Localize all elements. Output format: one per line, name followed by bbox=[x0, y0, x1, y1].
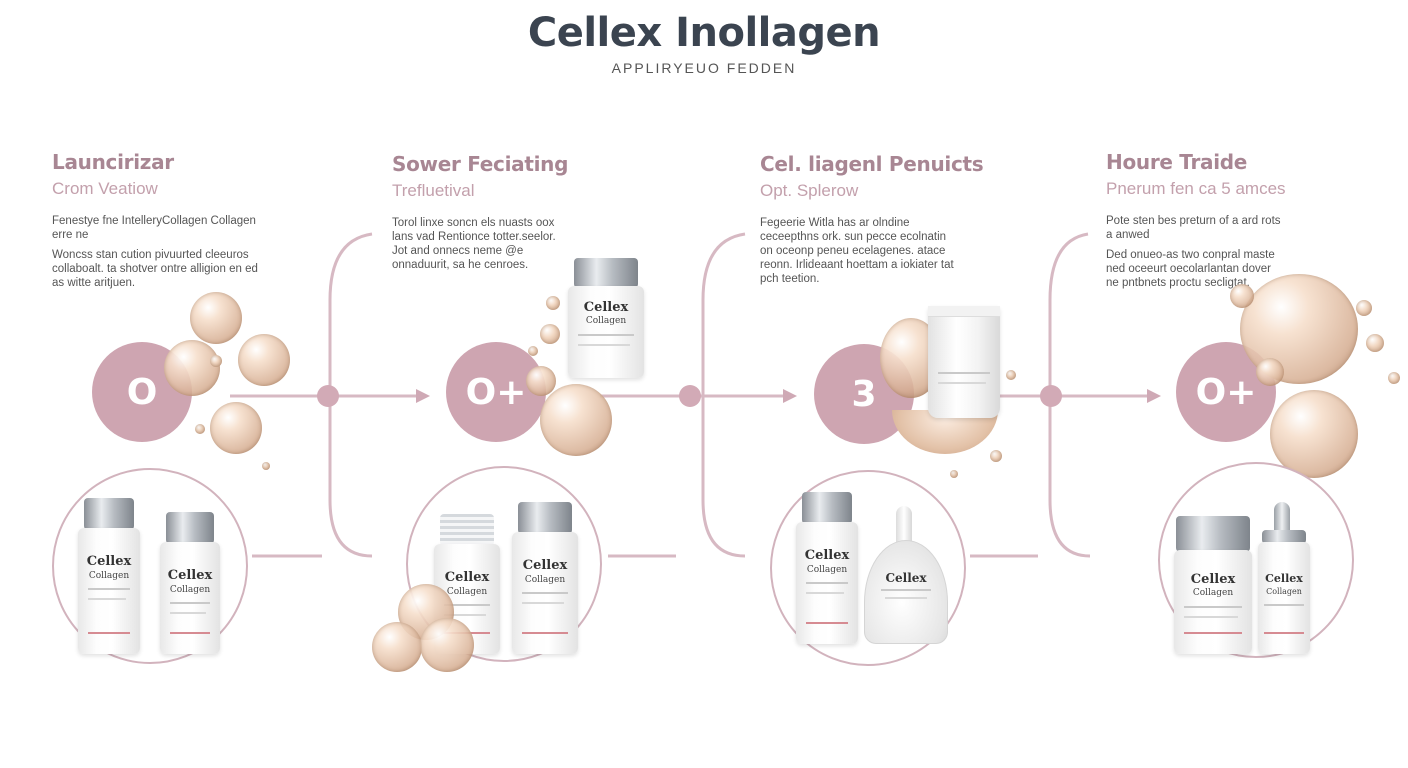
bottle-body: Cellex Collagen bbox=[160, 542, 220, 654]
collagen-droplet bbox=[1356, 300, 1372, 316]
description-paragraph: Fenestye fne IntelleryCollagen Collagen … bbox=[52, 215, 256, 241]
bottle-body: Cellex Collagen bbox=[1258, 542, 1310, 654]
product-brand: Cellex bbox=[583, 300, 629, 315]
bottle-cap bbox=[84, 498, 134, 530]
product-brand: Cellex bbox=[522, 558, 568, 573]
bottle-body: Cellex Collagen bbox=[796, 522, 858, 644]
junction-dot bbox=[679, 385, 701, 407]
product-bottle: Cellex Collagen bbox=[160, 512, 220, 654]
description-paragraph: Pote sten bes preturn of a ard rots a an… bbox=[1106, 215, 1281, 241]
product-bottle: Cellex Collagen bbox=[512, 502, 578, 654]
step-description: Pote sten bes preturn of a ard rots a an… bbox=[1106, 214, 1286, 290]
step-heading: Sower Feciating bbox=[392, 152, 569, 176]
collagen-droplet bbox=[1006, 370, 1016, 380]
collagen-bubble bbox=[210, 402, 262, 454]
product-brand: Cellex bbox=[885, 571, 927, 585]
step-number-badge: O bbox=[92, 342, 192, 442]
collagen-bubble bbox=[526, 366, 556, 396]
product-subbrand: Collagen bbox=[524, 575, 566, 585]
collagen-bubble bbox=[238, 334, 290, 386]
step-description: Fenestye fne IntelleryCollagen Collagen … bbox=[52, 214, 262, 290]
bottle-body: Cellex Collagen bbox=[568, 286, 644, 378]
product-jar: Cellex Collagen bbox=[1174, 516, 1252, 654]
junction-dot bbox=[1040, 385, 1062, 407]
product-brand: Cellex bbox=[1265, 572, 1303, 585]
product-subbrand: Collagen bbox=[806, 565, 848, 575]
dropper-cap bbox=[896, 506, 912, 546]
product-subbrand: Collagen bbox=[585, 316, 627, 326]
step-description: Torol linxe soncn els nuasts oox lans va… bbox=[392, 216, 562, 272]
product-subbrand: Collagen bbox=[446, 587, 488, 597]
step-subheading: Crom Veatiow bbox=[52, 179, 158, 198]
bottle-body: Cellex Collagen bbox=[512, 532, 578, 654]
step-heading: Houre Traide bbox=[1106, 150, 1248, 174]
collagen-droplet bbox=[195, 424, 205, 434]
collagen-droplet bbox=[528, 346, 538, 356]
product-tube bbox=[928, 306, 1000, 418]
description-paragraph: Torol linxe soncn els nuasts oox lans va… bbox=[392, 217, 556, 271]
collagen-bubble bbox=[164, 340, 220, 396]
product-serum-bottle: Cellex Collagen bbox=[1258, 506, 1310, 654]
bottle-cap bbox=[574, 258, 638, 288]
product-subbrand: Collagen bbox=[1192, 588, 1234, 598]
product-brand: Cellex bbox=[444, 570, 490, 585]
step-2-text: Sower Feciating Trefluetival Torol linxe… bbox=[392, 152, 642, 278]
step-subheading: Pnerum fen ca 5 amces bbox=[1106, 179, 1286, 198]
bottle-cap bbox=[166, 512, 214, 544]
bottle-body: Cellex Collagen bbox=[78, 528, 140, 654]
description-paragraph: Woncss stan cution pivuurted cleeuros co… bbox=[52, 249, 258, 289]
connector-bracket-3 bbox=[701, 232, 746, 558]
product-brand: Cellex bbox=[86, 554, 132, 569]
collagen-droplet bbox=[210, 355, 222, 367]
step-heading: Cel. liagenl Penuicts bbox=[760, 152, 984, 176]
bottle-cap bbox=[1176, 516, 1250, 552]
bottle-cap bbox=[518, 502, 572, 534]
collagen-bubble bbox=[1230, 284, 1254, 308]
product-subbrand: Collagen bbox=[1266, 587, 1302, 596]
step-number-badge: O+ bbox=[446, 342, 546, 442]
collagen-bubble bbox=[372, 622, 422, 672]
step-heading: Launcirizar bbox=[52, 150, 174, 174]
product-bottle: Cellex Collagen bbox=[796, 492, 858, 644]
collagen-droplet bbox=[950, 470, 958, 478]
collagen-droplet bbox=[262, 462, 270, 470]
step-3-text: Cel. liagenl Penuicts Opt. Splerow Fegee… bbox=[760, 152, 1010, 292]
product-jar: Cellex Collagen bbox=[568, 258, 644, 378]
collagen-bubble bbox=[1270, 390, 1358, 478]
collagen-droplet bbox=[1366, 334, 1384, 352]
collagen-bubble bbox=[420, 618, 474, 672]
step-1-text: Launcirizar Crom Veatiow Fenestye fne In… bbox=[52, 150, 302, 296]
collagen-bubble bbox=[540, 384, 612, 456]
page-subtitle: APPLIRYEUO FEDDEN bbox=[611, 60, 797, 76]
bottle-collar bbox=[1262, 530, 1306, 544]
product-dropper-bottle: Cellex bbox=[864, 540, 948, 644]
collagen-bubble bbox=[190, 292, 242, 344]
collagen-droplet bbox=[990, 450, 1002, 462]
product-bottle: Cellex Collagen bbox=[78, 498, 140, 654]
collagen-bubble bbox=[1256, 358, 1284, 386]
description-paragraph: Ded onueo-as two conpral maste ned oceeu… bbox=[1106, 249, 1275, 289]
dropper-cap bbox=[1274, 502, 1290, 536]
step-subheading: Trefluetival bbox=[392, 181, 475, 200]
collagen-droplet bbox=[1388, 372, 1400, 384]
step-subheading: Opt. Splerow bbox=[760, 181, 859, 200]
bottle-cap bbox=[440, 514, 494, 546]
step-number-badge: O+ bbox=[1176, 342, 1276, 442]
collagen-droplet bbox=[540, 324, 560, 344]
bottle-cap bbox=[802, 492, 852, 524]
product-brand: Cellex bbox=[804, 548, 850, 563]
junction-dot bbox=[317, 385, 339, 407]
step-4-text: Houre Traide Pnerum fen ca 5 amces Pote … bbox=[1106, 150, 1356, 296]
bottle-body: Cellex Collagen bbox=[1174, 550, 1252, 654]
product-subbrand: Collagen bbox=[169, 585, 211, 595]
product-brand: Cellex bbox=[1190, 572, 1236, 587]
step-description: Fegeerie Witla has ar olndine ceceepthns… bbox=[760, 216, 960, 286]
description-paragraph: Fegeerie Witla has ar olndine ceceepthns… bbox=[760, 217, 954, 285]
page-title: Cellex Inollagen bbox=[527, 10, 881, 56]
collagen-droplet bbox=[546, 296, 560, 310]
product-brand: Cellex bbox=[167, 568, 213, 583]
product-subbrand: Collagen bbox=[88, 571, 130, 581]
